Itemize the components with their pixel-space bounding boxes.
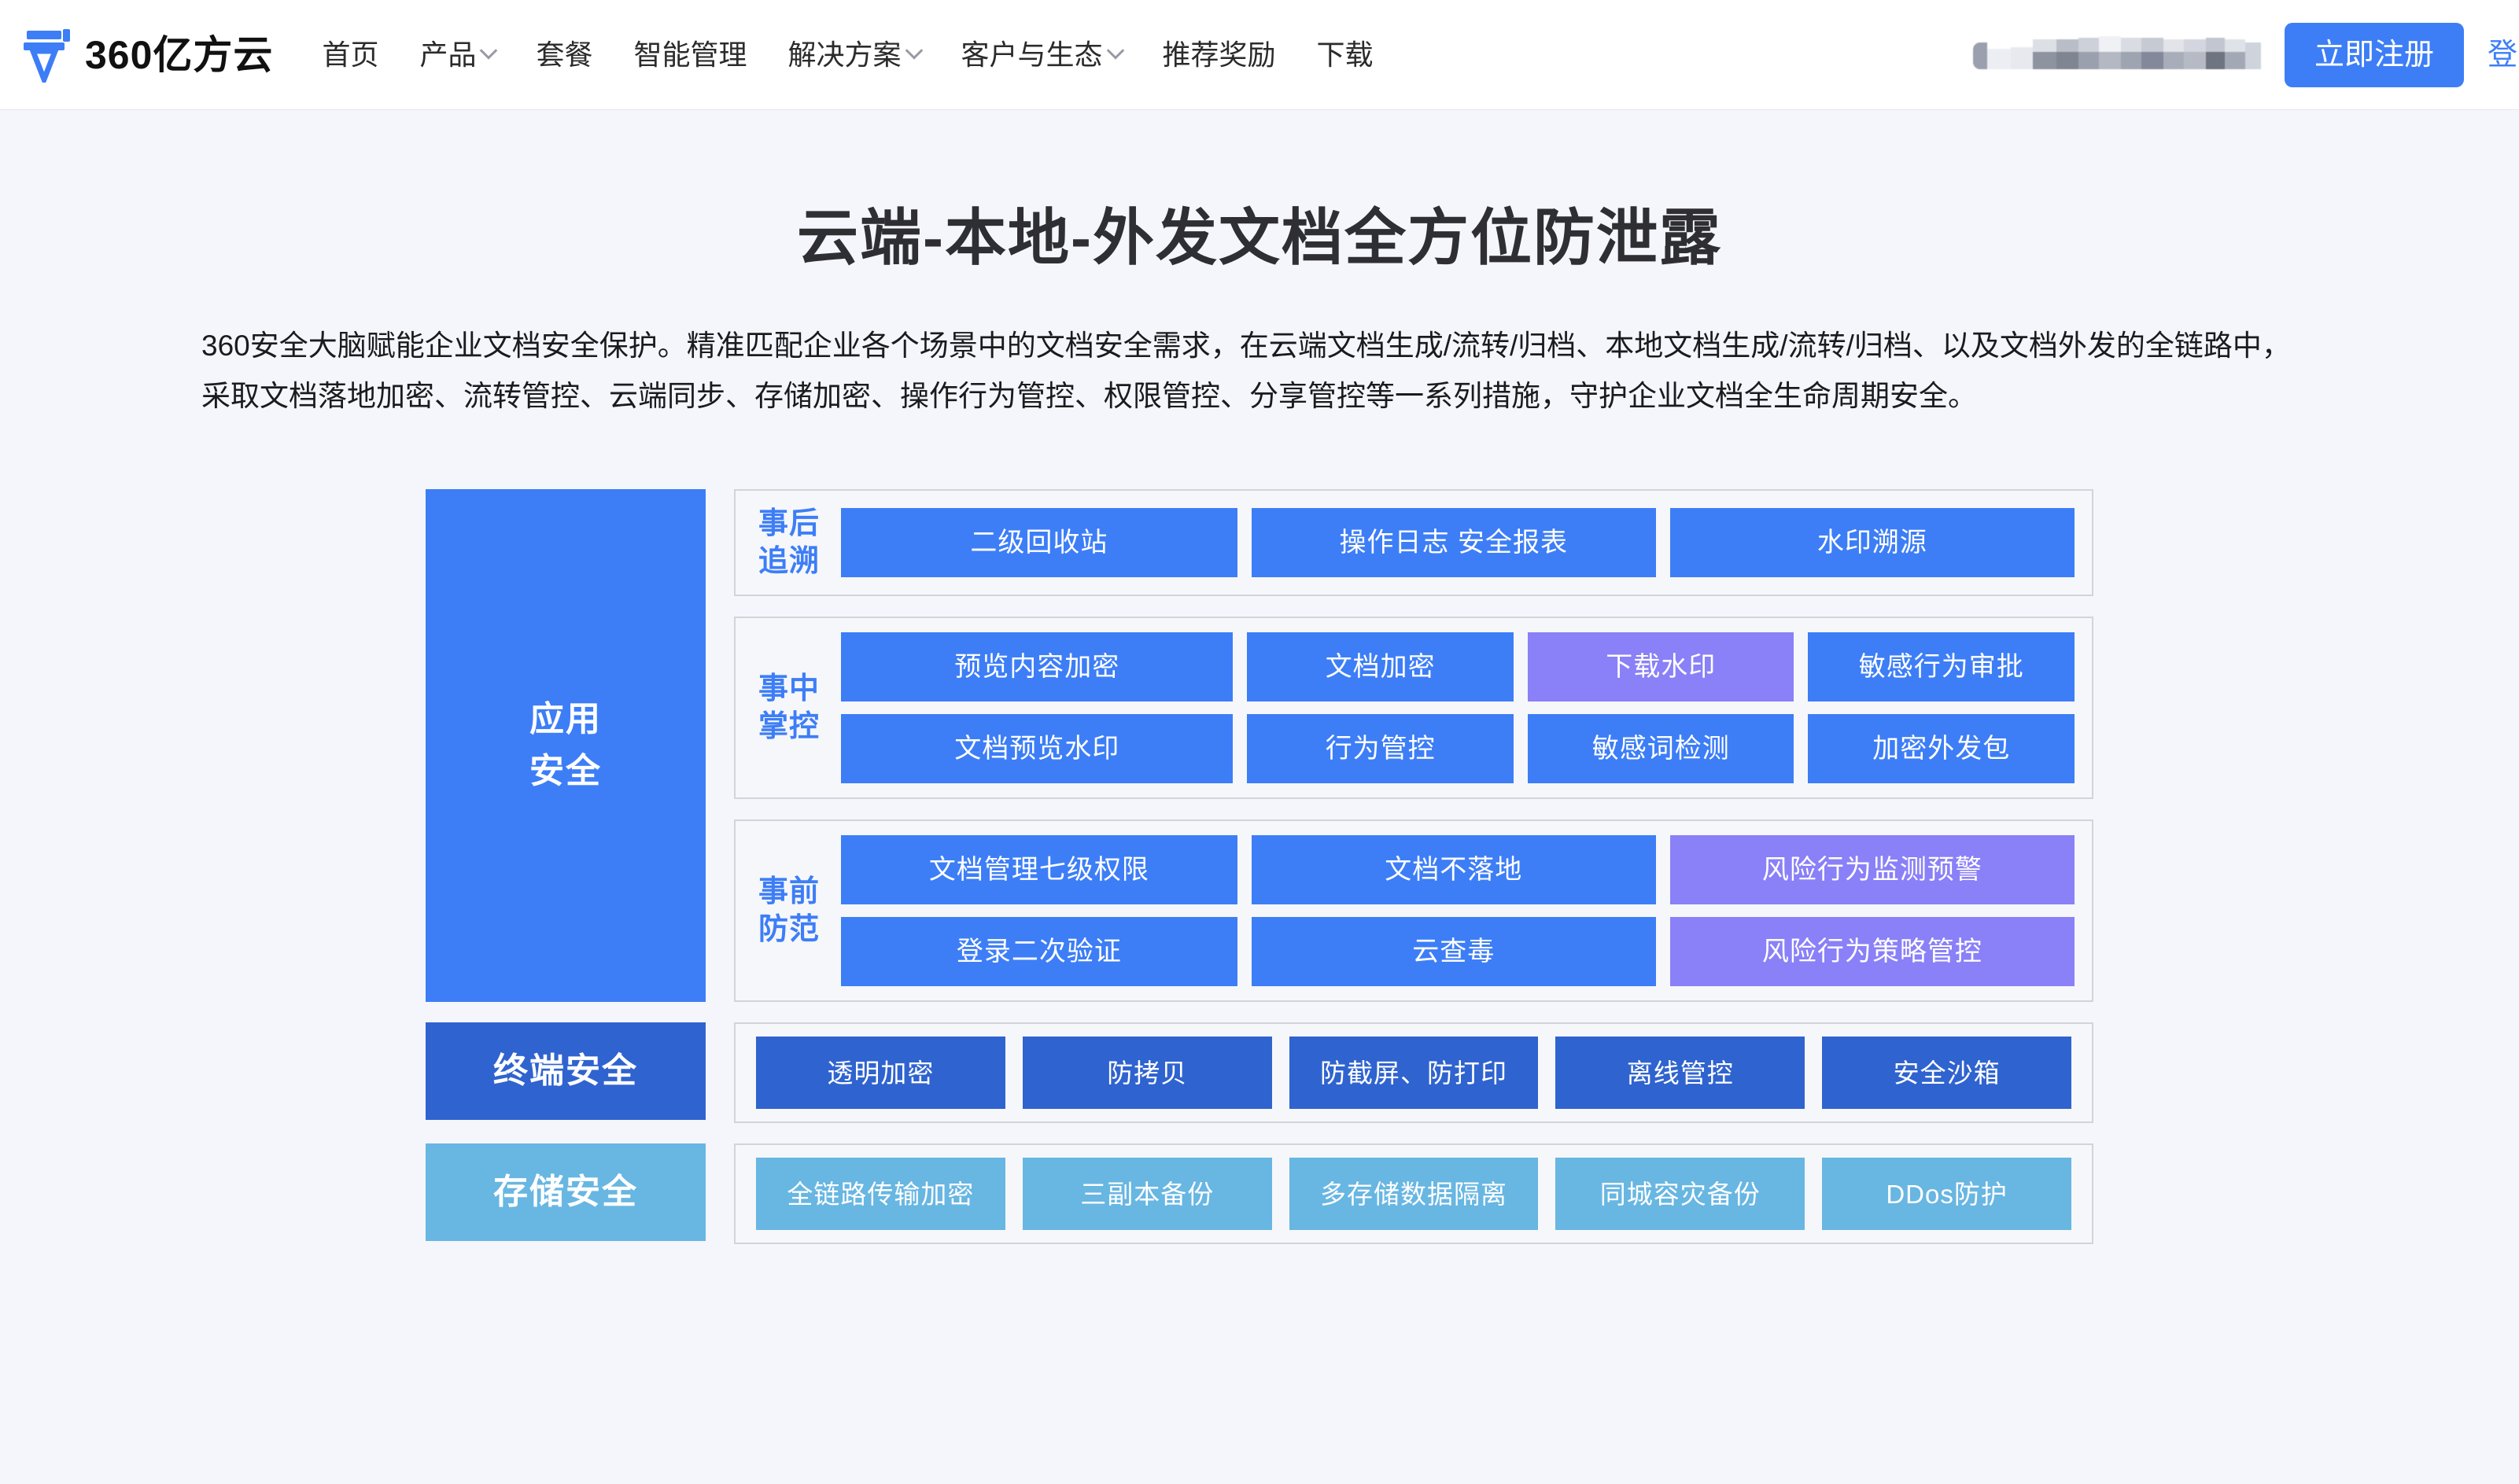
phase-label: 事后 追溯 [758, 507, 820, 578]
feature-cell-download-watermark[interactable]: 下载水印 [1527, 632, 1794, 701]
feature-cell-triple-replica-backup[interactable]: 三副本备份 [1022, 1158, 1272, 1230]
feature-cell-recycle-bin[interactable]: 二级回收站 [841, 508, 1237, 577]
feature-cell-risk-behavior-monitoring-alert[interactable]: 风险行为监测预警 [1669, 835, 2075, 904]
feature-cell-login-two-factor-auth[interactable]: 登录二次验证 [841, 917, 1237, 986]
nav-label: 产品 [419, 38, 477, 71]
nav-item-products[interactable]: 产品 [419, 38, 498, 71]
phase-post-incident-traceability: 事后 追溯 二级回收站 操作日志 安全报表 水印溯源 [734, 489, 2093, 596]
feature-cell-behavior-control[interactable]: 行为管控 [1247, 714, 1514, 783]
feature-cell-cloud-antivirus[interactable]: 云查毒 [1251, 917, 1656, 986]
chevron-down-icon [905, 41, 923, 60]
chevron-down-icon [1106, 41, 1124, 60]
application-security-block: 应用 安全 事后 追溯 二级回收站 操作日志 安全报表 水印溯源 [426, 489, 2093, 1002]
feature-cell-same-city-disaster-recovery-backup[interactable]: 同城容灾备份 [1555, 1158, 1805, 1230]
phase-label: 事中 掌控 [758, 672, 820, 743]
nav-label: 客户与生态 [961, 38, 1103, 71]
page-description: 360安全大脑赋能企业文档安全保护。精准匹配企业各个场景中的文档安全需求，在云端… [201, 330, 2291, 412]
nav-item-packages[interactable]: 套餐 [536, 38, 593, 71]
feature-cell-multi-storage-data-isolation[interactable]: 多存储数据隔离 [1289, 1158, 1539, 1230]
feature-cell-ddos-protection[interactable]: DDos防护 [1822, 1158, 2071, 1230]
feature-row: 文档预览水印 行为管控 敏感词检测 加密外发包 [841, 714, 2075, 783]
feature-cell-seven-level-permissions[interactable]: 文档管理七级权限 [841, 835, 1237, 904]
yifangyun-logo-icon [24, 28, 72, 87]
application-security-label: 应用 安全 [426, 489, 706, 1002]
logo-text: 360亿方云 [85, 32, 274, 77]
main-nav: 首页 产品 套餐 智能管理 解决方案 客户与生态 推荐奖励 下载 [322, 38, 1374, 71]
feature-cell-anti-screenshot-anti-print[interactable]: 防截屏、防打印 [1289, 1037, 1539, 1109]
terminal-security-label: 终端安全 [426, 1022, 706, 1120]
nav-item-smart-management[interactable]: 智能管理 [633, 38, 747, 71]
phase-rows: 二级回收站 操作日志 安全报表 水印溯源 [841, 508, 2075, 577]
nav-item-referral-rewards[interactable]: 推荐奖励 [1162, 38, 1276, 71]
storage-security-block: 存储安全 全链路传输加密 三副本备份 多存储数据隔离 同城容灾备份 DDos防护 [426, 1143, 2093, 1244]
site-header: 360亿方云 首页 产品 套餐 智能管理 解决方案 客户与生态 推荐奖励 下载 [0, 0, 2519, 110]
nav-label: 智能管理 [633, 38, 747, 71]
nav-label: 套餐 [536, 38, 593, 71]
nav-label: 解决方案 [787, 38, 902, 71]
feature-cell-watermark-tracing[interactable]: 水印溯源 [1669, 508, 2075, 577]
terminal-security-block: 终端安全 透明加密 防拷贝 防截屏、防打印 离线管控 安全沙箱 [426, 1022, 2093, 1123]
feature-cell-offline-control[interactable]: 离线管控 [1555, 1037, 1805, 1109]
page-body: 云端-本地-外发文档全方位防泄露 360安全大脑赋能企业文档安全保护。精准匹配企… [0, 110, 2519, 1484]
phase-pre-incident-prevention: 事前 防范 文档管理七级权限 文档不落地 风险行为监测预警 登录二次验证 云查毒… [734, 819, 2093, 1002]
feature-row: 登录二次验证 云查毒 风险行为策略管控 [841, 917, 2075, 986]
chevron-down-icon [480, 41, 498, 60]
feature-cell-sensitive-behavior-approval[interactable]: 敏感行为审批 [1808, 632, 2075, 701]
application-phases: 事后 追溯 二级回收站 操作日志 安全报表 水印溯源 事中 掌控 [734, 489, 2093, 1002]
nav-item-download[interactable]: 下载 [1316, 38, 1374, 71]
nav-item-customers-ecosystem[interactable]: 客户与生态 [961, 38, 1124, 71]
nav-item-solutions[interactable]: 解决方案 [787, 38, 923, 71]
nav-item-home[interactable]: 首页 [322, 38, 379, 71]
feature-row: 文档管理七级权限 文档不落地 风险行为监测预警 [841, 835, 2075, 904]
feature-cell-sensitive-word-detection[interactable]: 敏感词检测 [1527, 714, 1794, 783]
page-title: 云端-本地-外发文档全方位防泄露 [797, 203, 1722, 272]
storage-security-label: 存储安全 [426, 1143, 706, 1241]
feature-cell-preview-content-encryption[interactable]: 预览内容加密 [841, 632, 1234, 701]
feature-cell-anti-copy[interactable]: 防拷贝 [1022, 1037, 1272, 1109]
feature-cell-no-local-document-storage[interactable]: 文档不落地 [1251, 835, 1656, 904]
feature-cell-transparent-encryption[interactable]: 透明加密 [756, 1037, 1005, 1109]
feature-cell-encrypted-outgoing-package[interactable]: 加密外发包 [1808, 714, 2075, 783]
phase-rows: 文档管理七级权限 文档不落地 风险行为监测预警 登录二次验证 云查毒 风险行为策… [841, 835, 2075, 986]
phase-rows: 预览内容加密 文档加密 下载水印 敏感行为审批 文档预览水印 行为管控 敏感词检… [841, 632, 2075, 783]
feature-cell-risk-behavior-policy-control[interactable]: 风险行为策略管控 [1669, 917, 2075, 986]
nav-label: 推荐奖励 [1162, 38, 1276, 71]
login-link[interactable]: 登录 [2487, 39, 2519, 72]
security-architecture-diagram: 应用 安全 事后 追溯 二级回收站 操作日志 安全报表 水印溯源 [426, 489, 2093, 1244]
feature-cell-security-sandbox[interactable]: 安全沙箱 [1822, 1037, 2071, 1109]
register-button[interactable]: 立即注册 [2284, 23, 2464, 87]
feature-row: 预览内容加密 文档加密 下载水印 敏感行为审批 [841, 632, 2075, 701]
terminal-feature-strip: 透明加密 防拷贝 防截屏、防打印 离线管控 安全沙箱 [734, 1022, 2093, 1123]
nav-label: 下载 [1316, 38, 1374, 71]
nav-label: 首页 [322, 38, 379, 71]
feature-cell-document-encryption[interactable]: 文档加密 [1247, 632, 1514, 701]
feature-cell-document-preview-watermark[interactable]: 文档预览水印 [841, 714, 1234, 783]
phase-in-process-control: 事中 掌控 预览内容加密 文档加密 下载水印 敏感行为审批 文档预览水印 行为管… [734, 617, 2093, 799]
feature-row: 二级回收站 操作日志 安全报表 水印溯源 [841, 508, 2075, 577]
feature-cell-operation-log-security-report[interactable]: 操作日志 安全报表 [1251, 508, 1656, 577]
blurred-user-info [1970, 31, 2261, 79]
phase-label: 事前 防范 [758, 875, 820, 946]
logo[interactable]: 360亿方云 [24, 28, 274, 87]
header-actions: 立即注册 登录 [1970, 0, 2519, 110]
storage-feature-strip: 全链路传输加密 三副本备份 多存储数据隔离 同城容灾备份 DDos防护 [734, 1143, 2093, 1244]
feature-cell-full-link-transport-encryption[interactable]: 全链路传输加密 [756, 1158, 1005, 1230]
